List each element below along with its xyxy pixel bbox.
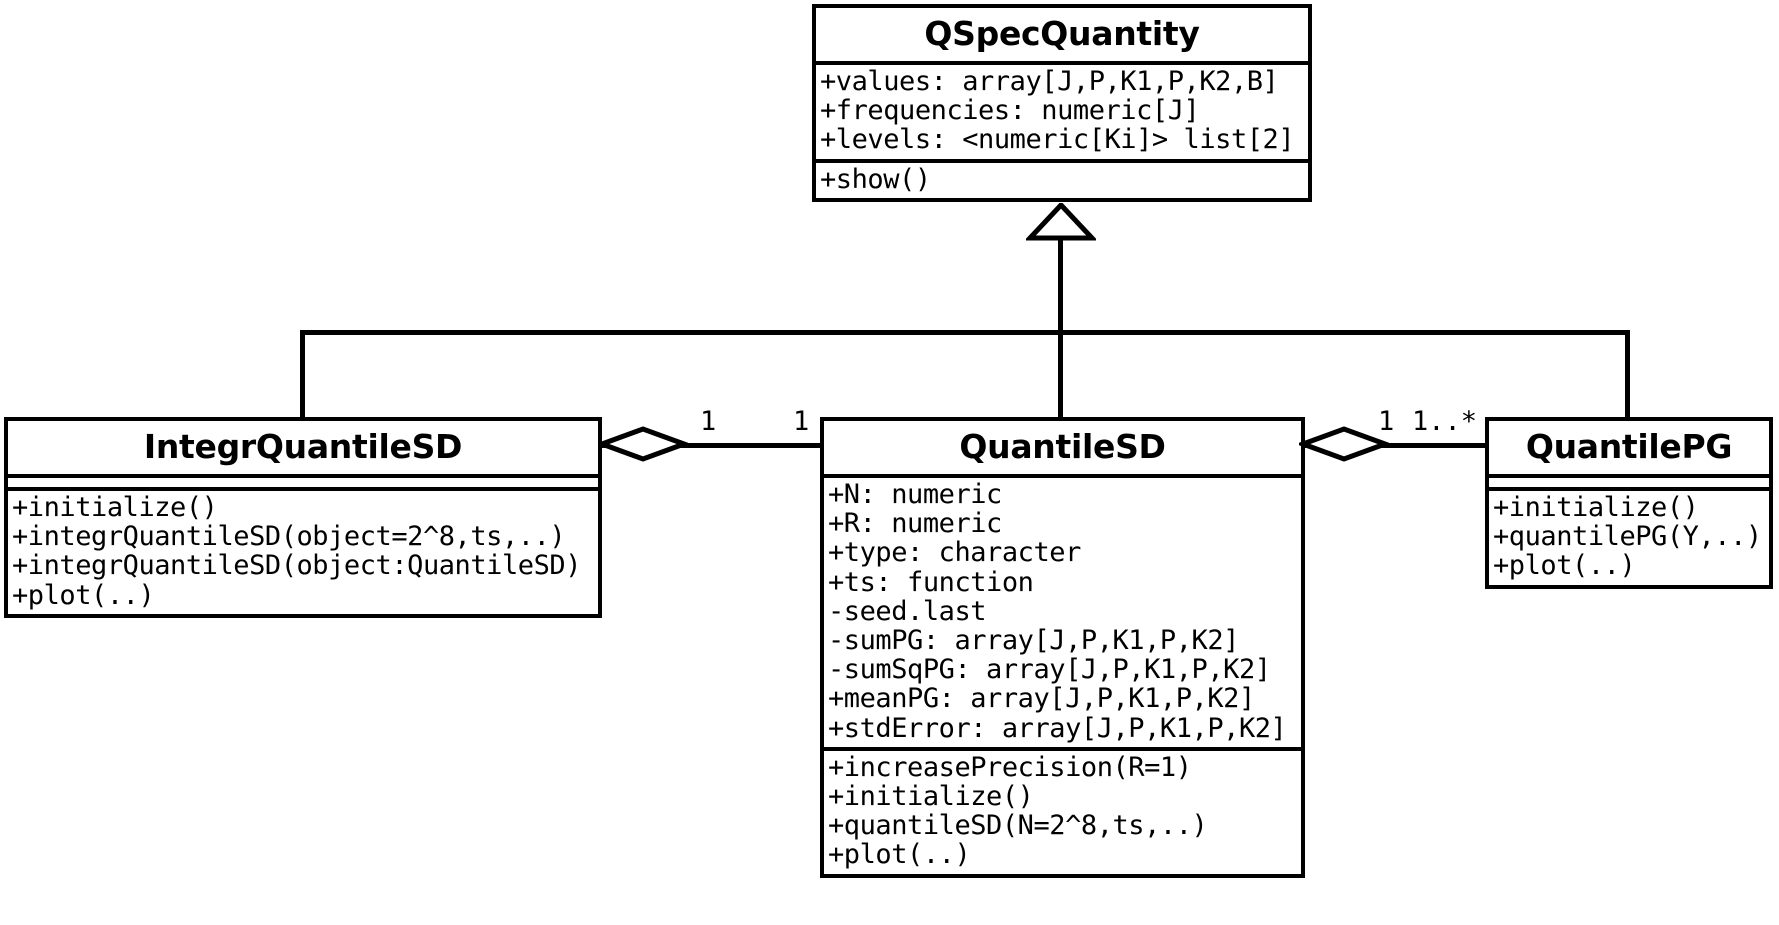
- attribute-item: +type: character: [828, 537, 1081, 569]
- class-box-qspecquantity[interactable]: QSpecQuantity +values: array[J,P,K1,P,K2…: [812, 4, 1312, 202]
- method-item: +plot(..): [12, 579, 155, 611]
- method-item: +quantilePG(Y,..): [1493, 521, 1762, 553]
- generalization-branch-quantilesd: [1058, 330, 1063, 420]
- class-box-integrquantilesd[interactable]: IntegrQuantileSD +initialize() +integrQu…: [4, 417, 602, 618]
- methods-compartment-integrquantilesd: +initialize() +integrQuantileSD(object=2…: [8, 487, 598, 614]
- class-title-quantilesd: QuantileSD: [959, 427, 1166, 466]
- attribute-item: +stdError: array[J,P,K1,P,K2]: [828, 712, 1287, 744]
- multiplicity-right-near-quantilepg: 1..*: [1412, 406, 1478, 437]
- aggregation-diamond-integrquantilesd-icon: [598, 426, 688, 462]
- attribute-item: -sumSqPG: array[J,P,K1,P,K2]: [828, 654, 1271, 686]
- generalization-branch-quantilepg: [1625, 330, 1630, 420]
- methods-compartment-quantilesd: +increasePrecision(R=1) +initialize() +q…: [824, 746, 1301, 874]
- class-box-quantilesd[interactable]: QuantileSD +N: numeric +R: numeric +type…: [820, 417, 1305, 878]
- attribute-item: +values: array[J,P,K1,P,K2,B]: [820, 66, 1279, 97]
- method-item: +plot(..): [1493, 550, 1636, 582]
- method-item: +show(): [820, 163, 931, 195]
- attribute-item: -seed.last: [828, 595, 987, 627]
- generalization-bus-horizontal: [300, 330, 1630, 335]
- method-item: +integrQuantileSD(object=2^8,ts,..): [12, 521, 566, 553]
- class-title-quantilepg: QuantilePG: [1525, 427, 1733, 466]
- attributes-compartment-qspecquantity: +values: array[J,P,K1,P,K2,B] +frequenci…: [816, 61, 1308, 159]
- aggregation-line-quantilepg-quantilesd: [1301, 443, 1489, 448]
- multiplicity-left-near-diamond: 1: [700, 406, 717, 437]
- generalization-stem-vertical: [1058, 230, 1063, 334]
- method-item: +initialize(): [12, 492, 218, 523]
- method-item: +initialize(): [828, 781, 1034, 813]
- multiplicity-right-near-quantilesd: 1: [1378, 406, 1395, 437]
- methods-compartment-quantilepg: +initialize() +quantilePG(Y,..) +plot(..…: [1489, 487, 1769, 585]
- attribute-item: +levels: <numeric[Ki]> list[2]: [820, 124, 1295, 156]
- generalization-branch-integrquantilesd: [300, 330, 305, 420]
- aggregation-line-integr-quantilesd: [600, 443, 824, 448]
- attribute-item: -sumPG: array[J,P,K1,P,K2]: [828, 625, 1239, 657]
- attributes-compartment-quantilesd: +N: numeric +R: numeric +type: character…: [824, 474, 1301, 747]
- attribute-item: +frequencies: numeric[J]: [820, 95, 1200, 127]
- method-item: +initialize(): [1493, 492, 1699, 523]
- method-item: +increasePrecision(R=1): [828, 751, 1192, 783]
- methods-compartment-qspecquantity: +show(): [816, 158, 1308, 198]
- class-title-integrquantilesd: IntegrQuantileSD: [143, 427, 463, 466]
- aggregation-diamond-quantilepg-icon: [1299, 426, 1389, 462]
- generalization-arrowhead-icon: [1026, 203, 1096, 241]
- attribute-item: +ts: function: [828, 566, 1034, 598]
- attribute-item: +meanPG: array[J,P,K1,P,K2]: [828, 683, 1255, 715]
- class-title-qspecquantity: QSpecQuantity: [924, 14, 1200, 53]
- method-item: +quantileSD(N=2^8,ts,..): [828, 810, 1208, 842]
- attributes-compartment-integrquantilesd: [8, 474, 598, 487]
- class-box-quantilepg[interactable]: QuantilePG +initialize() +quantilePG(Y,.…: [1485, 417, 1773, 589]
- attribute-item: +N: numeric: [828, 479, 1002, 510]
- attribute-item: +R: numeric: [828, 508, 1002, 540]
- multiplicity-left-near-quantilesd: 1: [793, 406, 810, 437]
- method-item: +integrQuantileSD(object:QuantileSD): [12, 550, 581, 582]
- method-item: +plot(..): [828, 839, 971, 871]
- attributes-compartment-quantilepg: [1489, 474, 1769, 487]
